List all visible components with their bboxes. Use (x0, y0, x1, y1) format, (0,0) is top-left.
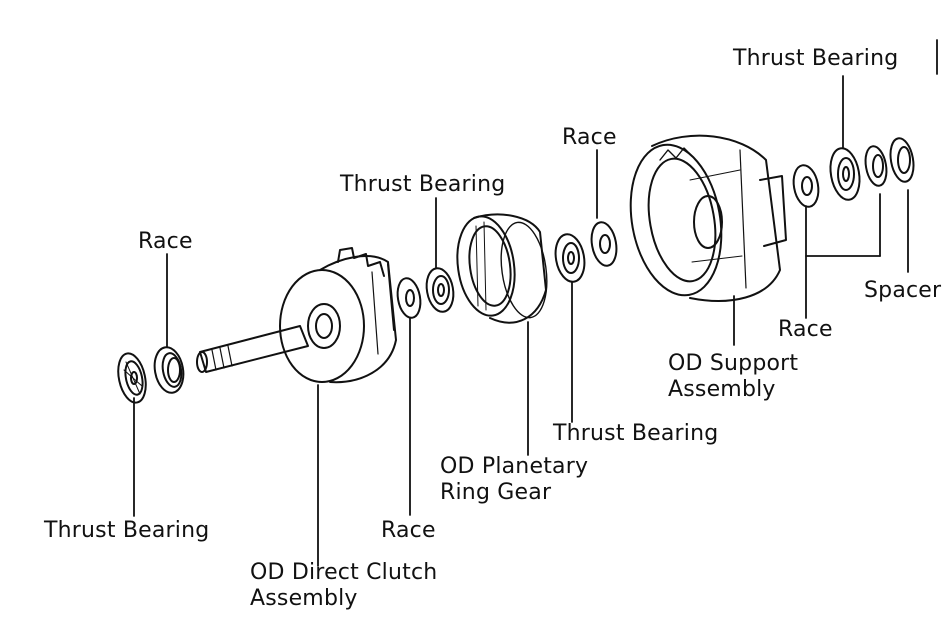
label-od-support-line2: Assembly (668, 377, 776, 402)
label-race-right: Race (778, 317, 833, 342)
label-od-direct-line1: OD Direct Clutch (250, 560, 438, 585)
thrust-bearing-center-part (425, 267, 455, 313)
label-od-support-line1: OD Support (668, 351, 799, 376)
input-shaft (196, 325, 309, 373)
thrust-bearing-left-part (117, 352, 147, 404)
label-od-direct-clutch-assembly: OD Direct Clutch Assembly (250, 560, 437, 612)
od-direct-clutch-part (279, 247, 397, 384)
label-od-support-assembly: OD Support Assembly (668, 351, 798, 403)
thrust-bearing-lower-part (554, 233, 586, 283)
race-left-part (153, 346, 185, 394)
label-thrust-bearing-top: Thrust Bearing (733, 46, 899, 71)
od-support-assembly-part (629, 134, 787, 302)
label-thrust-bearing-left: Thrust Bearing (44, 518, 210, 543)
leader-lines (133, 39, 938, 567)
race-top-part (590, 221, 618, 267)
label-od-planetary-ring-gear: OD Planetary Ring Gear (440, 454, 588, 506)
label-race-bottom: Race (381, 518, 436, 543)
race-center-part (396, 277, 422, 319)
race-small-part (864, 145, 888, 187)
label-race-left: Race (138, 229, 193, 254)
spacer-part (889, 137, 915, 183)
label-od-direct-line2: Assembly (250, 586, 358, 611)
label-od-planetary-line2: Ring Gear (440, 480, 552, 505)
label-spacer: Spacer (864, 278, 942, 303)
label-race-top: Race (562, 125, 617, 150)
label-od-planetary-line1: OD Planetary (440, 454, 589, 479)
label-thrust-bearing-mid: Thrust Bearing (340, 172, 506, 197)
label-thrust-bearing-lower: Thrust Bearing (553, 421, 719, 446)
od-planetary-ring-gear-part (456, 213, 548, 324)
race-right-part (792, 164, 820, 208)
thrust-bearing-top-part (829, 147, 861, 201)
